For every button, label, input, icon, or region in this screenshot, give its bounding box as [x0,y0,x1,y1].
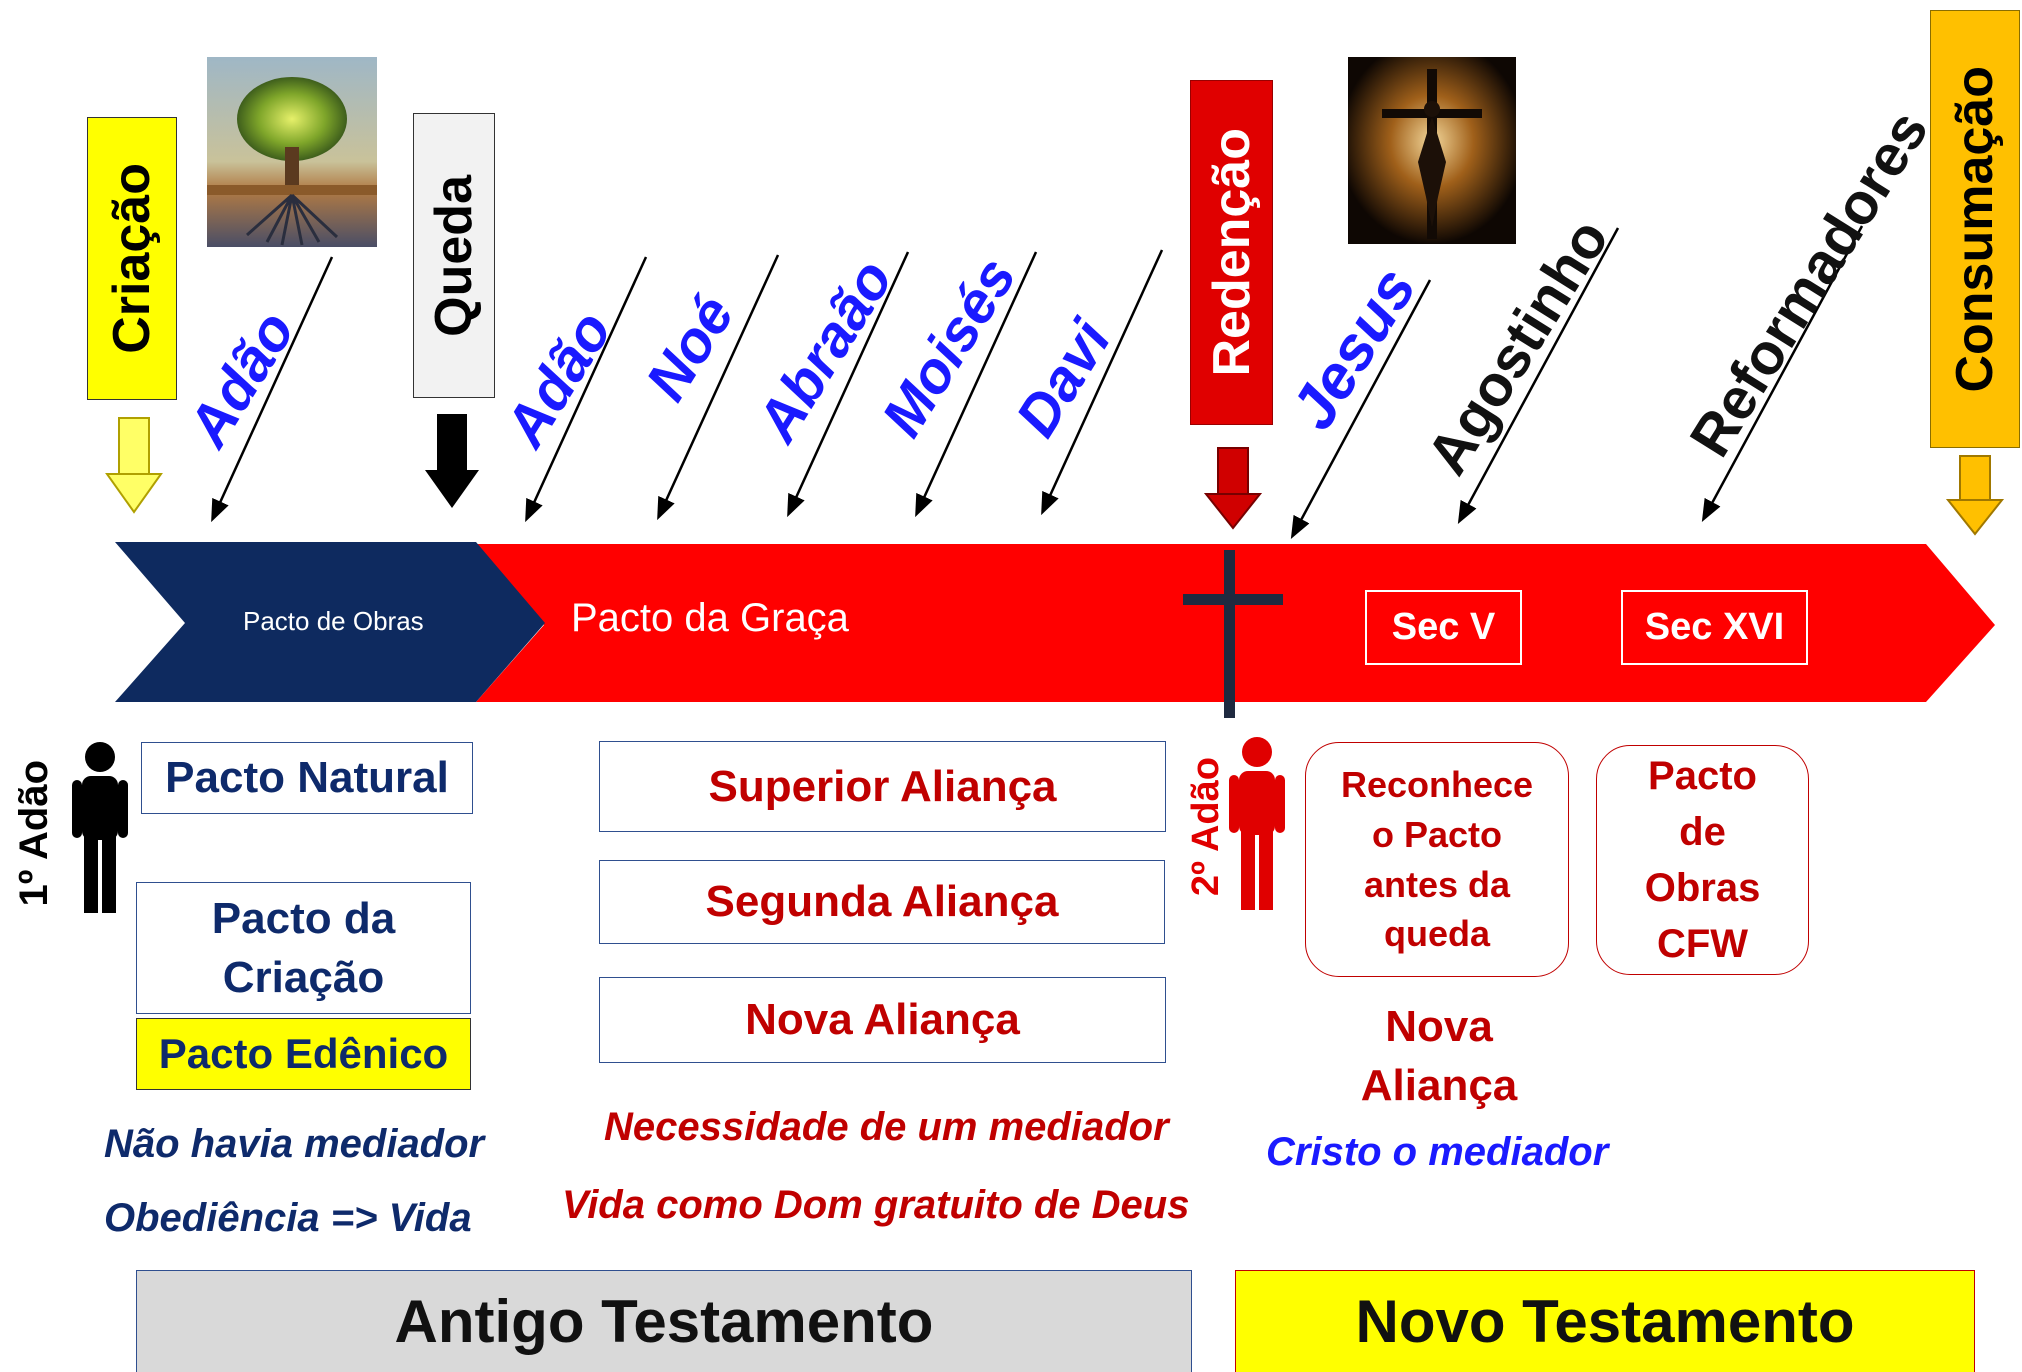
crucifix-image [1348,57,1516,244]
left-note-1: Não havia mediador [104,1122,485,1166]
tree-image [207,57,377,247]
pointer-abraao [787,251,910,518]
pacto-natural-box: Pacto Natural [141,742,473,814]
primeiro-adao-label: 1º Adão [11,759,56,907]
pointer-adao1 [211,256,334,523]
pointer-jesus [1290,279,1432,539]
pacto-obras-label: Pacto de Obras [243,606,424,636]
pointer-moises [915,251,1038,518]
superior-alianca-label: Superior Aliança [708,761,1057,811]
criacao-box: Criação [87,117,177,400]
sec-v-label: Sec V [1391,606,1496,648]
pacto-graca-label: Pacto da Graça [571,596,849,640]
pacto-cfw-label: Pacto de Obras CFW [1644,754,1761,966]
nova-alianca-box: Nova Aliança [599,977,1166,1063]
pointer-reformadores [1701,225,1864,522]
redencao-box: Redenção [1190,80,1273,425]
reconhece-label: Reconhece o Pacto antes da queda [1340,764,1534,955]
pacto-criacao-label: Pacto da Criação [211,893,396,1002]
queda-box: Queda [413,113,495,398]
pacto-natural-label: Pacto Natural [165,753,449,802]
novo-testamento-bar: Novo Testamento [1235,1270,1975,1372]
consumacao-down-arrow [1945,455,2005,536]
antigo-testamento-label: Antigo Testamento [394,1288,934,1355]
pacto-criacao-box: Pacto da Criação [136,882,471,1014]
pacto-edenico-box: Pacto Edênico [136,1018,471,1090]
cross-vertical [1224,550,1235,718]
sec-xvi-box: Sec XVI [1621,590,1808,665]
nova-alianca-label: Nova Aliança [745,995,1020,1044]
right-nova-alianca: Nova Aliança [1360,1001,1518,1110]
segundo-adao-label: 2º Adão [1184,757,1227,897]
consumacao-box: Consumação [1930,10,2020,448]
novo-testamento-label: Novo Testamento [1355,1288,1855,1355]
segunda-alianca-box: Segunda Aliança [599,860,1165,944]
cristo-mediador-note: Cristo o mediador [1266,1130,1609,1174]
sec-xvi-label: Sec XVI [1644,606,1785,648]
middle-note-1: Necessidade de um mediador [604,1105,1169,1149]
person-1-icon [72,742,128,913]
person-2-icon [1229,737,1285,910]
segunda-alianca-label: Segunda Aliança [705,877,1059,926]
antigo-testamento-bar: Antigo Testamento [136,1270,1192,1372]
pacto-edenico-label: Pacto Edênico [158,1030,449,1077]
queda-down-arrow [425,414,479,508]
pointer-agostinho [1457,227,1620,524]
obras-chevron [115,542,545,702]
pointer-noe [657,254,780,521]
redencao-down-arrow [1203,447,1263,530]
pointer-davi [1041,249,1164,516]
graca-arrow [476,544,1995,702]
pointer-adao2 [525,256,648,523]
cross-horizontal [1183,594,1283,605]
middle-note-2: Vida como Dom gratuito de Deus [562,1183,1190,1227]
sec-v-box: Sec V [1365,590,1522,665]
reconhece-box: Reconhece o Pacto antes da queda [1305,742,1569,977]
criacao-down-arrow [105,417,163,514]
left-note-2: Obediência => Vida [104,1196,472,1240]
superior-alianca-box: Superior Aliança [599,741,1166,832]
pacto-cfw-box: Pacto de Obras CFW [1596,745,1809,975]
